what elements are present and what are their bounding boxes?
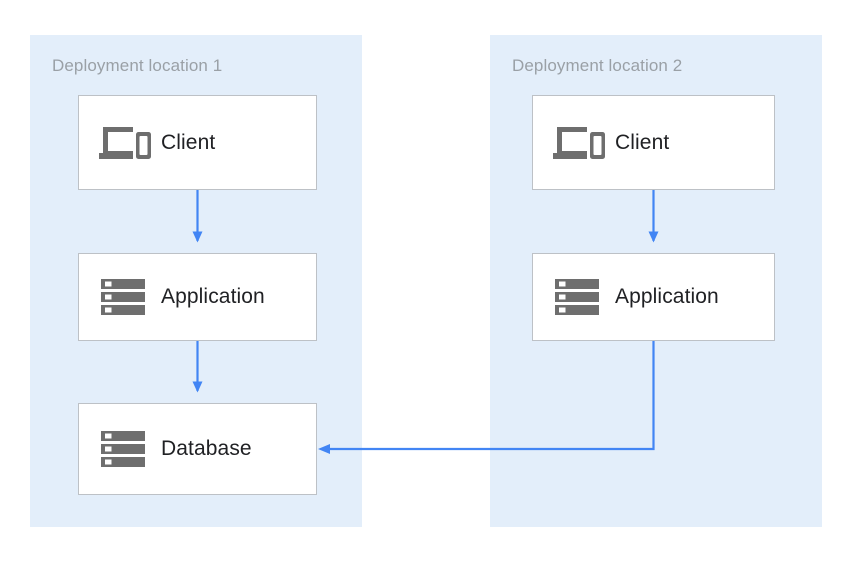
node-application-1[interactable]: Application bbox=[78, 253, 317, 341]
node-database-1[interactable]: Database bbox=[78, 403, 317, 495]
zone-2-label: Deployment location 2 bbox=[512, 56, 683, 75]
devices-icon bbox=[97, 119, 153, 167]
node-application-2[interactable]: Application bbox=[532, 253, 775, 341]
node-application-2-label: Application bbox=[615, 285, 719, 308]
node-application-1-label: Application bbox=[161, 285, 265, 308]
node-client-2-label: Client bbox=[615, 130, 670, 154]
node-database-1-label: Database bbox=[161, 437, 252, 460]
node-client-1[interactable]: Client bbox=[78, 95, 317, 190]
server-icon bbox=[97, 425, 153, 473]
server-icon bbox=[97, 273, 153, 321]
server-icon bbox=[551, 273, 607, 321]
devices-icon bbox=[551, 119, 607, 167]
node-client-1-label: Client bbox=[161, 130, 216, 154]
node-client-2[interactable]: Client bbox=[532, 95, 775, 190]
zone-1-label: Deployment location 1 bbox=[52, 56, 223, 75]
